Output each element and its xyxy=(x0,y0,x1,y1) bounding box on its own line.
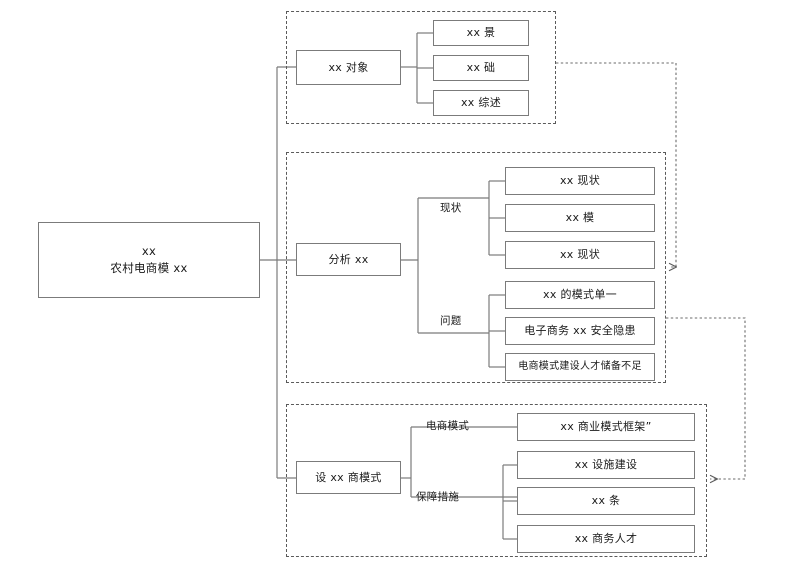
node-object-child-3[interactable]: xx 综述 xyxy=(433,90,529,116)
node-problem-child-2[interactable]: 电子商务 xx 安全隐患 xyxy=(505,317,655,345)
node-problem-child-1[interactable]: xx 的模式单一 xyxy=(505,281,655,309)
node-status-child-1[interactable]: xx 现状 xyxy=(505,167,655,195)
region-object xyxy=(286,11,556,124)
node-guarantee-child-2[interactable]: xx 条 xyxy=(517,487,695,515)
region-design xyxy=(286,404,707,557)
node-object-child-2[interactable]: xx 础 xyxy=(433,55,529,81)
node-status-child-3[interactable]: xx 现状 xyxy=(505,241,655,269)
node-ecmodel-child-1[interactable]: xx 商业模式框架” xyxy=(517,413,695,441)
edge-label-ecmodel: 电商模式 xyxy=(426,420,470,432)
node-analysis[interactable]: 分析 xx xyxy=(296,243,401,276)
root-node[interactable]: xx 农村电商模 xx xyxy=(38,222,260,298)
node-design[interactable]: 设 xx 商模式 xyxy=(296,461,401,494)
node-guarantee-child-1[interactable]: xx 设施建设 xyxy=(517,451,695,479)
edge-label-problem: 问题 xyxy=(440,315,462,327)
node-guarantee-child-3[interactable]: xx 商务人才 xyxy=(517,525,695,553)
node-problem-child-3[interactable]: 电商模式建设人才储备不足 xyxy=(505,353,655,381)
edge-label-status: 现状 xyxy=(440,202,462,214)
region-analysis xyxy=(286,152,666,383)
node-object[interactable]: xx 对象 xyxy=(296,50,401,85)
node-status-child-2[interactable]: xx 模 xyxy=(505,204,655,232)
node-object-child-1[interactable]: xx 景 xyxy=(433,20,529,46)
edge-label-guarantee: 保障措施 xyxy=(416,491,460,503)
